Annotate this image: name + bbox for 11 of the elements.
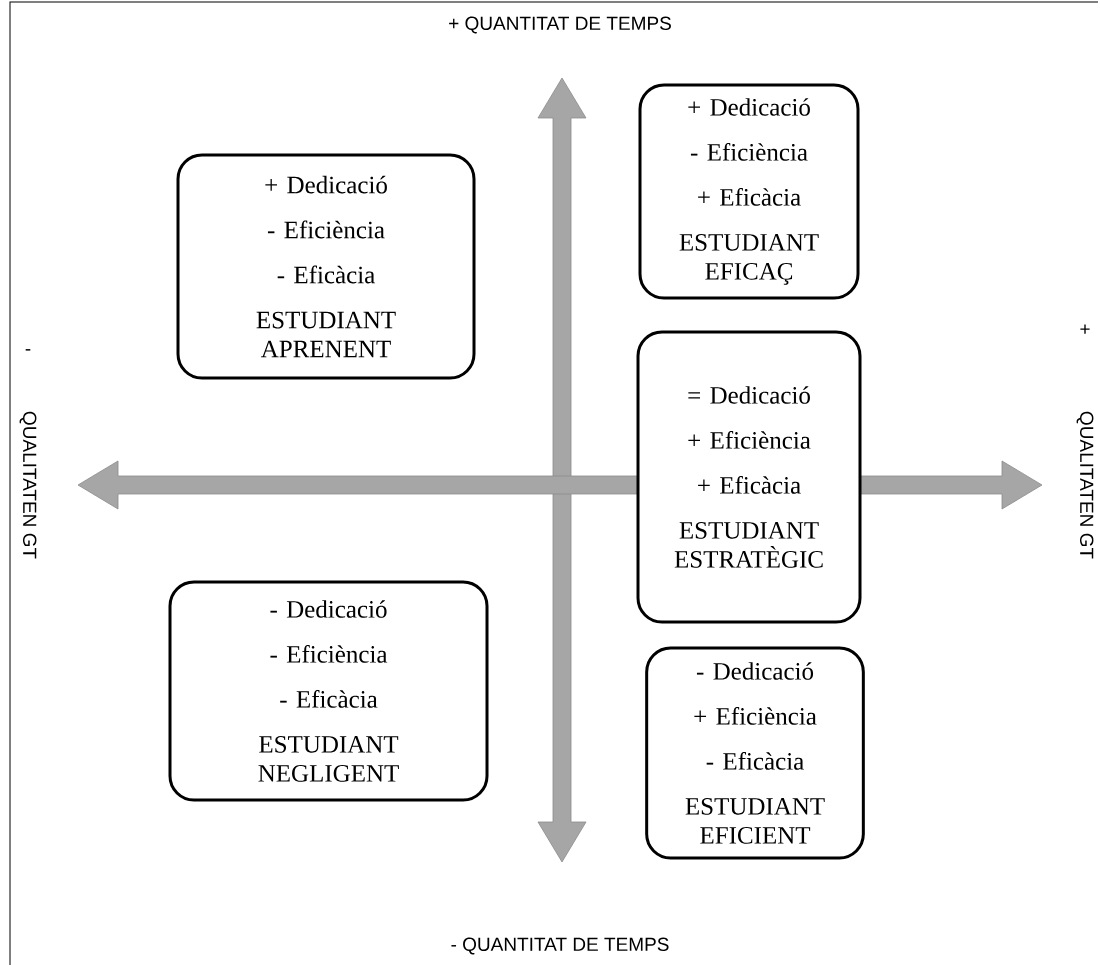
quadrant-box: + Dedicació - Eficiència - Eficàcia ESTUDIANT APRENENT xyxy=(176,153,476,380)
quadrant-box: - Dedicació - Eficiència - Eficàcia ESTUDIANT NEGLIGENT xyxy=(168,580,489,802)
quadrant-box: + Dedicació - Eficiència + Eficàcia ESTUDIANT EFICAÇ xyxy=(638,83,860,300)
axis-label: - xyxy=(25,349,31,351)
quadrant-box: = Dedicació + Eficiència + Eficàcia ESTUDIANT ESTRATÈGIC xyxy=(636,330,862,624)
axis-label: + xyxy=(1080,324,1090,334)
axis-label: - QUANTITAT DE TEMPS xyxy=(451,937,669,955)
quadrant-box: - Dedicació + Eficiència - Eficàcia ESTUDIANT EFICIENT xyxy=(645,646,865,860)
axis-label: + QUANTITAT DE TEMPS xyxy=(449,16,671,34)
axis-label: QUALITATEN GT xyxy=(1076,411,1094,559)
axis-label: QUALITATEN GT xyxy=(19,411,37,559)
